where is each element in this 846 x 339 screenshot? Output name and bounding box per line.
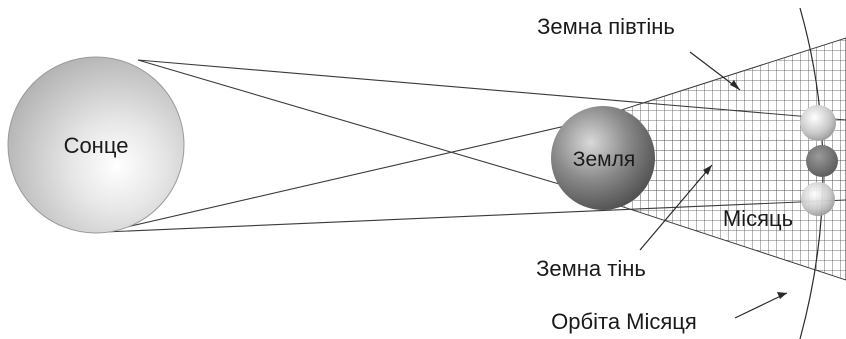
penumbra-annotation: Земна півтінь	[537, 14, 741, 91]
sun: Сонце	[7, 56, 185, 234]
moon-sphere-icon-eclipsed	[806, 145, 838, 177]
moons: Місяць	[723, 105, 838, 231]
sun-label: Сонце	[64, 133, 129, 158]
sun-sphere-icon	[7, 56, 185, 234]
moon-sphere-icon-top	[800, 105, 836, 141]
moon-label: Місяць	[723, 206, 793, 231]
umbra-cone	[600, 118, 846, 200]
orbit-annotation: Орбіта Місяця	[551, 292, 788, 334]
moon-sphere-icon-bottom	[801, 182, 835, 216]
earth-sphere-icon	[551, 106, 655, 210]
earth-label: Земля	[573, 148, 635, 171]
moon-orbit-label: Орбіта Місяця	[551, 309, 697, 334]
umbra-label: Земна тінь	[536, 256, 646, 281]
earth: Земля	[551, 106, 655, 210]
tangent-lines	[104, 59, 846, 233]
penumbra-label: Земна півтінь	[537, 14, 675, 39]
umbra-annotation: Земна тінь	[536, 164, 713, 281]
